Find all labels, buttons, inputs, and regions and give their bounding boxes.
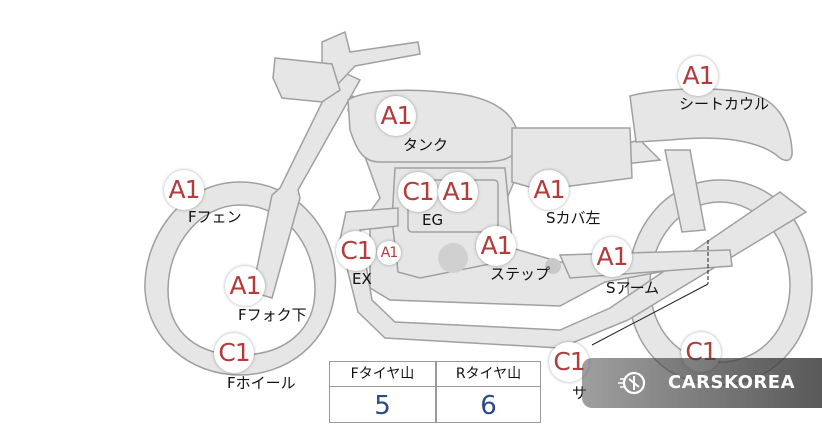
s-arm-badge: A1 — [592, 237, 632, 277]
rear-tire-column: Rタイヤ山 6 — [436, 362, 541, 422]
f-fork-lower-badge: A1 — [225, 266, 265, 306]
f-fender-label: Fフェン — [188, 208, 242, 226]
rear-tire-header: Rタイヤ山 — [436, 362, 541, 387]
step-badge: A1 — [476, 226, 516, 266]
tank-badge: A1 — [376, 96, 416, 136]
watermark-text: CARSKOREA — [668, 372, 795, 393]
eg-label: EG — [422, 211, 444, 229]
f-wheel-label: Fホイール — [227, 374, 296, 392]
s-arm-label: Sアーム — [606, 279, 660, 297]
s-cover-left-badge: A1 — [529, 170, 569, 210]
tank-label: タンク — [403, 136, 449, 154]
ex-badge-c1: C1 — [336, 231, 376, 271]
s-cover-left-label: Sカバ左 — [546, 209, 601, 227]
f-wheel-badge: C1 — [214, 333, 254, 373]
ex-badge-a1: A1 — [377, 241, 401, 265]
s-partial-badge: C1 — [549, 342, 589, 382]
front-fork — [251, 69, 362, 299]
eg-badge-c1: C1 — [398, 172, 438, 212]
carskorea-watermark: CARSKOREA — [582, 358, 822, 408]
carskorea-logo-icon — [618, 371, 646, 395]
tire-tread-table: Fタイヤ山 5 Rタイヤ山 6 — [329, 361, 541, 423]
ex-label: EX — [352, 270, 372, 288]
front-tire-value: 5 — [374, 391, 391, 421]
headlight — [272, 57, 341, 103]
f-fork-lower-label: Fフォク下 — [238, 306, 307, 324]
seat-cowl-label: シートカウル — [679, 95, 770, 113]
table-divider — [435, 362, 437, 422]
handlebar — [321, 30, 421, 86]
rear-shock — [664, 149, 706, 233]
rear-tire-value: 6 — [480, 391, 497, 421]
exhaust — [339, 191, 808, 349]
eg-badge-a1: A1 — [438, 172, 478, 212]
seat-cowl-badge: A1 — [678, 56, 718, 96]
front-tire-header: Fタイヤ山 — [330, 362, 435, 387]
step-label: ステップ — [490, 265, 551, 283]
front-tire-column: Fタイヤ山 5 — [330, 362, 435, 422]
f-fender-badge: A1 — [164, 170, 204, 210]
